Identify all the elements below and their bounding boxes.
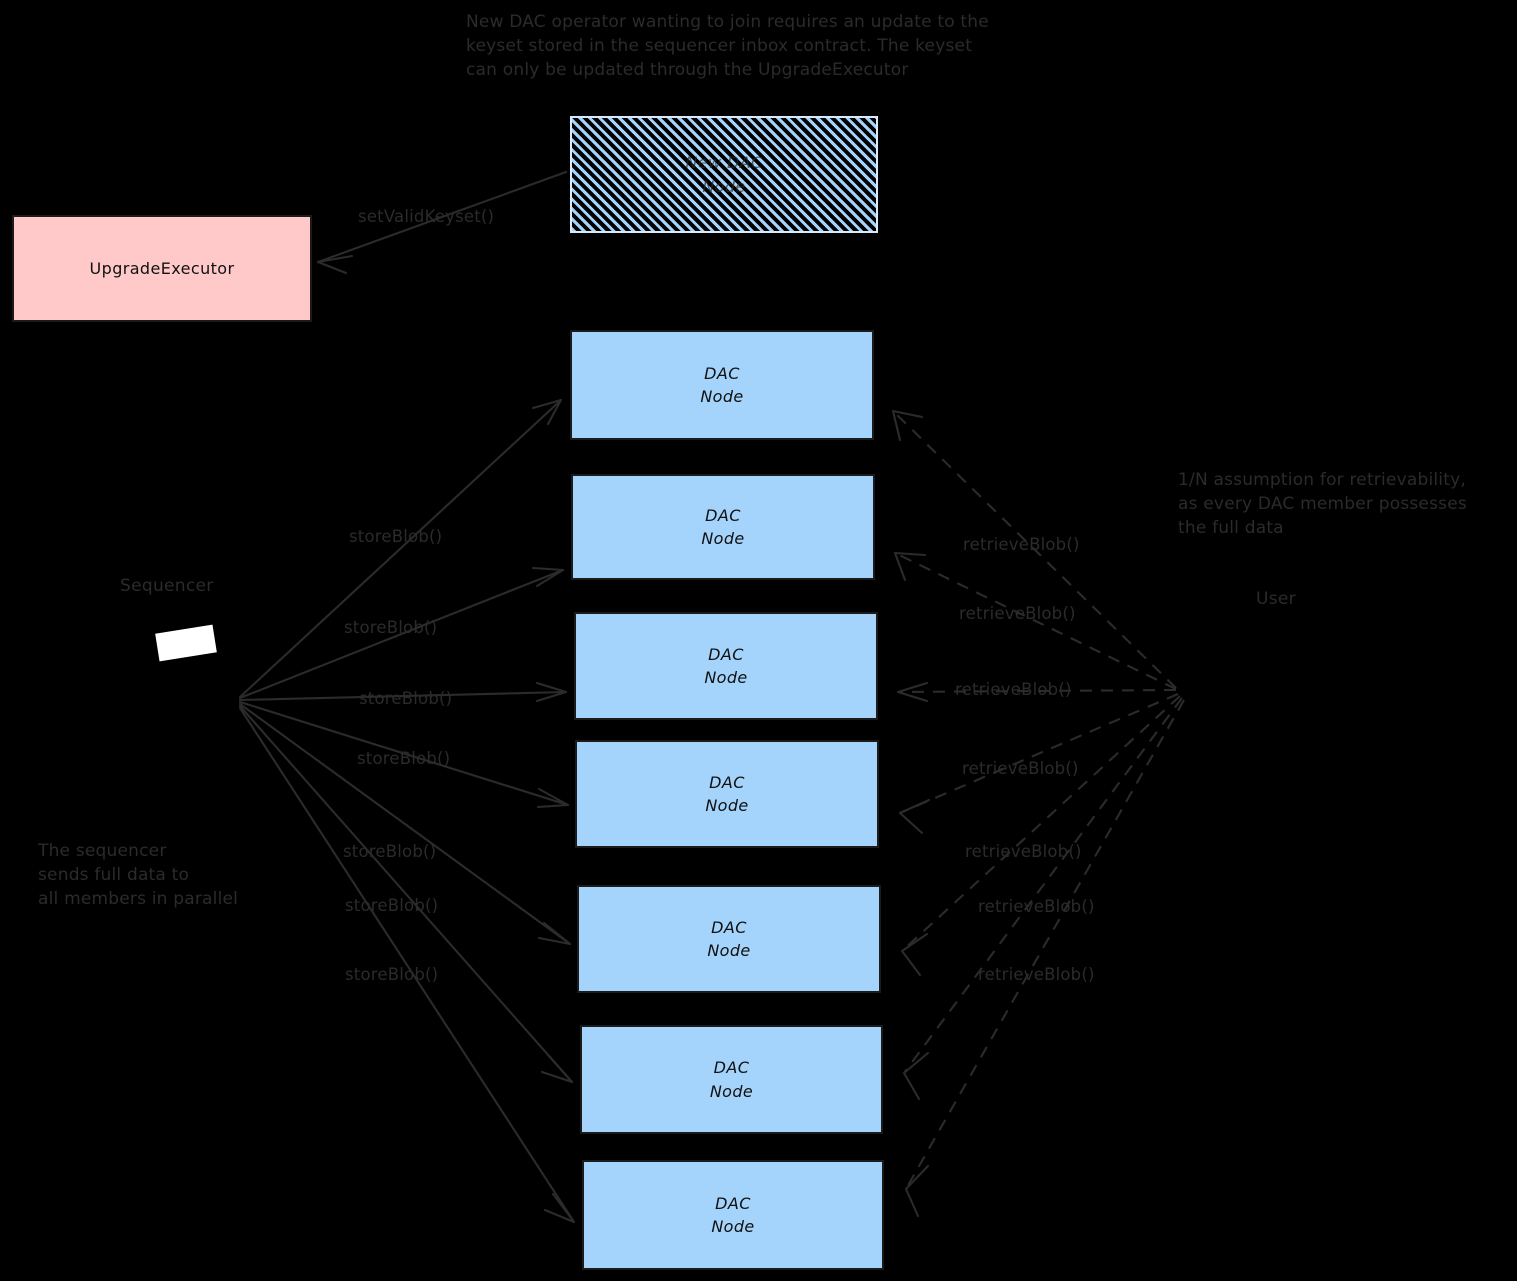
edge-label-retrieve-blob-1: retrieveBlob()	[963, 535, 1080, 554]
edge-label-store-blob-6: storeBlob()	[345, 896, 439, 915]
edge-retrieve-blob-1	[891, 409, 1177, 689]
dac-node-7-box[interactable]: DAC Node	[582, 1160, 884, 1270]
edge-label-set-valid-keyset: setValidKeyset()	[358, 207, 495, 226]
edge-store-blob-5	[238, 702, 572, 946]
retrievability-note-annotation: 1/N assumption for retrievability, as ev…	[1178, 470, 1467, 539]
dac-node-1-box[interactable]: DAC Node	[570, 330, 874, 440]
dac-node-2-box[interactable]: DAC Node	[571, 474, 875, 580]
dac-node-4-box[interactable]: DAC Node	[575, 740, 879, 848]
dac-node-3-label: DAC Node	[704, 644, 748, 687]
dac-node-7-label: DAC Node	[711, 1193, 755, 1236]
edge-label-retrieve-blob-3: retrieveBlob()	[955, 680, 1072, 699]
edge-label-retrieve-blob-2: retrieveBlob()	[959, 604, 1076, 623]
upgrade-executor-label: UpgradeExecutor	[89, 258, 235, 278]
user-label: User	[1256, 589, 1296, 609]
edge-retrieve-blob-4	[898, 693, 1179, 835]
edge-store-blob-4	[238, 700, 570, 809]
edge-store-blob-7	[238, 706, 576, 1224]
sequencer-note-annotation: The sequencer sends full data to all mem…	[38, 841, 239, 910]
dac-node-1-label: DAC Node	[700, 363, 744, 406]
dac-node-2-label: DAC Node	[701, 505, 745, 548]
edge-retrieve-blob-2	[893, 551, 1177, 690]
edge-label-retrieve-blob-5: retrieveBlob()	[965, 842, 1082, 861]
edge-label-store-blob-5: storeBlob()	[343, 842, 437, 861]
edge-label-store-blob-4: storeBlob()	[357, 749, 451, 768]
edge-label-retrieve-blob-6: retrieveBlob()	[978, 897, 1095, 916]
dac-node-4-label: DAC Node	[705, 772, 749, 815]
edge-store-blob-3	[238, 681, 568, 703]
dac-node-6-box[interactable]: DAC Node	[580, 1025, 883, 1134]
new-dac-node-label: New DAC Node	[685, 153, 763, 196]
top-note-annotation: New DAC operator wanting to join require…	[466, 12, 989, 81]
edge-retrieve-blob-6	[902, 697, 1183, 1101]
dac-node-3-box[interactable]: DAC Node	[574, 612, 878, 720]
dac-node-5-box[interactable]: DAC Node	[577, 885, 881, 993]
edge-store-blob-1	[238, 398, 563, 699]
edge-store-blob-6	[238, 704, 574, 1084]
edge-store-blob-2	[238, 566, 565, 700]
edge-label-store-blob-1: storeBlob()	[349, 527, 443, 546]
dac-node-6-label: DAC Node	[709, 1058, 754, 1101]
edge-label-store-blob-7: storeBlob()	[345, 965, 439, 984]
sequencer-label: Sequencer	[120, 576, 214, 596]
dac-node-5-label: DAC Node	[707, 917, 751, 960]
edge-label-store-blob-2: storeBlob()	[344, 618, 438, 637]
edge-label-store-blob-3: storeBlob()	[359, 689, 453, 708]
edge-label-retrieve-blob-7: retrieveBlob()	[978, 965, 1095, 984]
new-dac-node-box[interactable]: New DAC Node	[570, 116, 878, 233]
edge-retrieve-blob-3	[896, 681, 1177, 703]
upgrade-executor-box[interactable]: UpgradeExecutor	[12, 215, 312, 322]
edge-retrieve-blob-5	[900, 695, 1181, 977]
edge-label-retrieve-blob-4: retrieveBlob()	[962, 759, 1079, 778]
edge-set-valid-keyset	[316, 170, 568, 275]
edge-retrieve-blob-7	[904, 699, 1185, 1218]
